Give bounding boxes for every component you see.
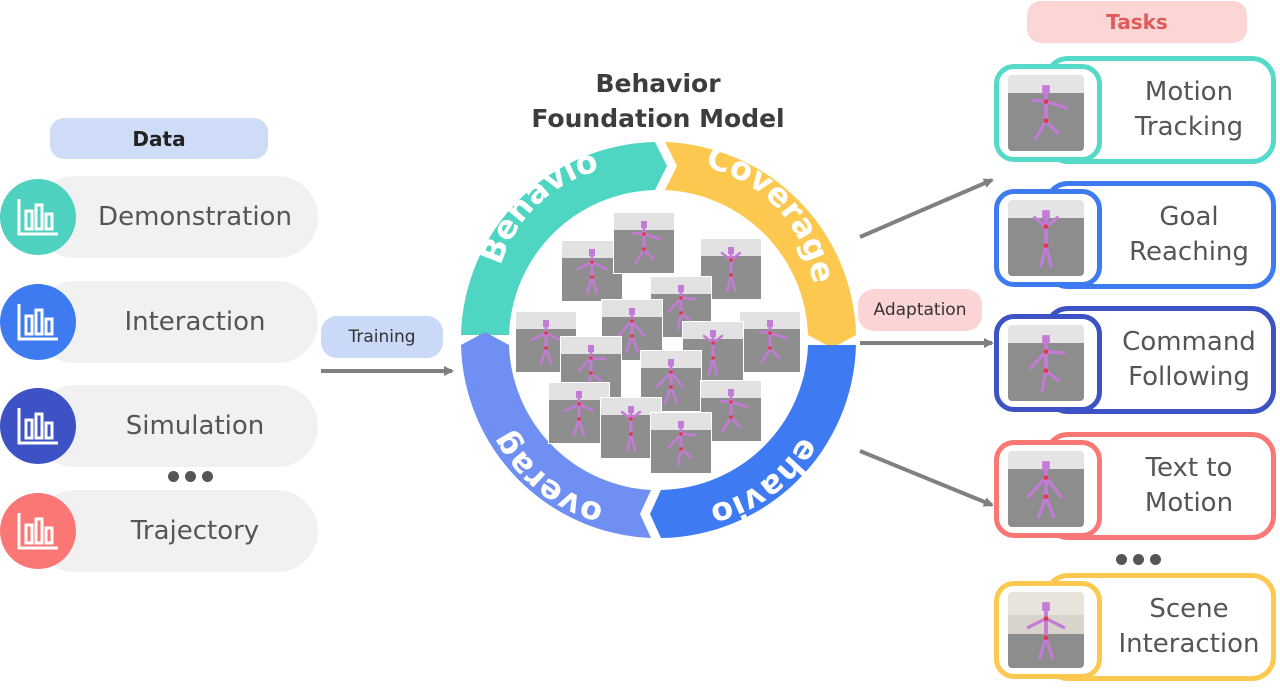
model-title-line2: Foundation Model bbox=[531, 104, 785, 133]
data-item-bar bbox=[34, 385, 318, 467]
humanoid-figure bbox=[576, 249, 608, 295]
task-thumbnail bbox=[1008, 325, 1084, 401]
model-title: Behavior Foundation Model bbox=[500, 66, 816, 136]
data-header: Data bbox=[50, 118, 268, 159]
task-thumbnail bbox=[1008, 451, 1084, 527]
data-item-bar bbox=[34, 281, 318, 363]
motion-frame bbox=[650, 412, 712, 474]
more-dots bbox=[168, 471, 213, 482]
ring-segment-behavior-top bbox=[461, 142, 667, 335]
motion-frame bbox=[739, 311, 801, 373]
bar-chart-icon bbox=[0, 493, 76, 569]
bar-chart-icon bbox=[0, 179, 76, 255]
data-item-bar bbox=[34, 176, 318, 258]
arrow-to-motion-tracking bbox=[859, 178, 994, 239]
data-item-label: Simulation bbox=[125, 411, 265, 441]
humanoid-figure bbox=[1031, 85, 1068, 140]
data-item-label: Trajectory bbox=[130, 516, 260, 546]
humanoid-figure bbox=[655, 359, 685, 405]
data-item-interaction: Interaction bbox=[0, 281, 320, 363]
humanoid-figure bbox=[1026, 461, 1063, 519]
task-thumbnail bbox=[1008, 592, 1084, 668]
data-item-bar bbox=[34, 490, 318, 572]
humanoid-figure bbox=[667, 285, 697, 331]
bar-chart-icon bbox=[0, 284, 76, 360]
data-item-trajectory: Trajectory bbox=[0, 490, 320, 572]
tasks-header: Tasks bbox=[1027, 1, 1247, 43]
humanoid-figure bbox=[632, 221, 662, 265]
ring-segment-coverage-bottom bbox=[461, 332, 651, 538]
data-item-label: Demonstration bbox=[98, 202, 292, 232]
motion-frame bbox=[548, 382, 610, 444]
adaptation-label: Adaptation bbox=[858, 289, 982, 331]
humanoid-figure bbox=[758, 320, 788, 364]
ring-segment-behavior-bottom bbox=[650, 345, 856, 538]
more-dots bbox=[1116, 554, 1161, 565]
task-thumbnail bbox=[1008, 75, 1084, 151]
humanoid-figure bbox=[563, 391, 595, 437]
data-item-demonstration: Demonstration bbox=[0, 176, 320, 258]
task-thumbnail bbox=[1008, 200, 1084, 276]
training-label: Training bbox=[321, 316, 443, 358]
arrow-to-text-to-motion bbox=[859, 449, 994, 507]
humanoid-figure bbox=[719, 389, 749, 433]
model-title-line1: Behavior bbox=[595, 69, 721, 98]
data-item-simulation: Simulation bbox=[0, 385, 320, 467]
bar-chart-icon bbox=[0, 388, 76, 464]
humanoid-figure bbox=[702, 330, 724, 376]
ring-label-behavior-top: Behavior bbox=[0, 0, 602, 269]
humanoid-figure bbox=[616, 308, 646, 354]
humanoid-figure bbox=[1033, 210, 1059, 268]
motion-frame bbox=[613, 212, 675, 274]
humanoid-figure bbox=[667, 421, 697, 467]
humanoid-figure bbox=[1026, 602, 1066, 660]
ring-segment-coverage-top bbox=[665, 142, 856, 348]
humanoid-figure bbox=[620, 406, 642, 452]
data-item-label: Interaction bbox=[124, 307, 266, 337]
svg-text:Behavior: Behavior bbox=[0, 0, 602, 269]
humanoid-figure bbox=[720, 247, 742, 293]
humanoid-figure bbox=[530, 320, 562, 366]
humanoid-figure bbox=[1029, 335, 1066, 393]
